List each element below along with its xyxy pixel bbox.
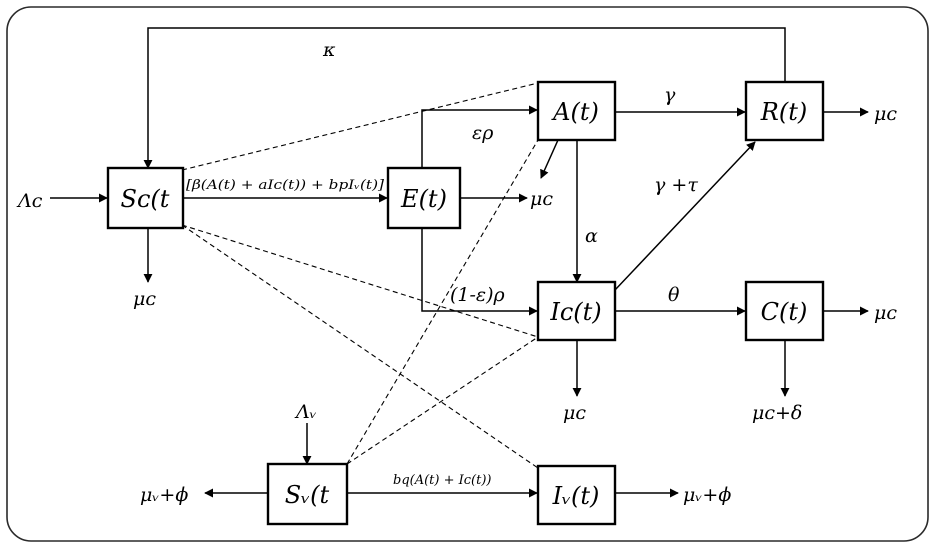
- label-mu-c-ic: μᴄ: [563, 402, 586, 424]
- interaction-lines: [181, 82, 539, 469]
- node-chronic: C(t): [744, 280, 825, 342]
- dashed-sc-iv: [181, 224, 539, 469]
- label-mu-c-sc: μᴄ: [133, 288, 156, 310]
- label-theta: θ: [668, 284, 680, 306]
- node-recovered: R(t): [744, 80, 825, 142]
- label-mu-c-delta: μᴄ+δ: [752, 402, 802, 424]
- label-lambda-v: Λᵥ: [294, 401, 317, 423]
- node-infected-human: Iᴄ(t): [536, 280, 617, 342]
- label-gamma: γ: [664, 84, 676, 106]
- edge-e-ic: [421, 228, 538, 316]
- edge-r-sc-kappa: [143, 27, 786, 169]
- node-exposed: E(t): [386, 166, 462, 230]
- rate-labels: κ Λᴄ [β(A(t) + aIᴄ(t)) + bpIᵥ(t)] ερ (1-…: [16, 39, 897, 506]
- dashed-sv-a: [346, 139, 539, 465]
- label-alpha: α: [585, 225, 598, 247]
- label-eps-rho: ερ: [472, 122, 494, 144]
- node-label: R(t): [760, 98, 807, 126]
- label-gamma-tau: γ +τ: [654, 174, 698, 196]
- node-label: Sᵥ(t: [285, 481, 330, 509]
- node-asymptomatic: A(t): [536, 80, 617, 142]
- label-vector-infection: bq(A(t) + Iᴄ(t)): [393, 473, 491, 488]
- node-label: Iᵥ(t): [552, 482, 600, 510]
- label-one-minus-eps-rho: (1-ε)ρ: [450, 284, 506, 306]
- edge-a-death: [540, 139, 559, 179]
- transition-edges: [50, 27, 869, 498]
- dashed-sv-ic: [346, 336, 539, 465]
- label-mu-c-c: μᴄ: [874, 302, 897, 324]
- label-mu-c-r: μᴄ: [874, 103, 897, 125]
- label-mu-v-phi-left: μᵥ+ϕ: [140, 484, 188, 506]
- node-label: E(t): [400, 185, 447, 213]
- edge-ic-r: [614, 141, 756, 291]
- edge-e-a: [421, 105, 538, 168]
- node-label: A(t): [551, 98, 599, 126]
- dashed-sc-a: [181, 82, 539, 171]
- node-label: Iᴄ(t): [549, 298, 601, 326]
- node-infected-vector: Iᵥ(t): [536, 464, 617, 526]
- node-label: Sᴄ(t: [121, 185, 170, 213]
- label-lambda-c: Λᴄ: [16, 190, 43, 212]
- label-kappa: κ: [322, 39, 336, 61]
- node-susceptible-vector: Sᵥ(t: [266, 462, 349, 526]
- node-label: C(t): [761, 298, 808, 326]
- node-susceptible-human: Sᴄ(t: [106, 166, 185, 230]
- diagram-frame: [6, 6, 929, 542]
- label-mu-v-phi-right: μᵥ+ϕ: [683, 484, 731, 506]
- label-mu-c-e: μᴄ: [530, 188, 553, 210]
- dashed-sc-ic: [181, 224, 539, 338]
- label-force-of-infection: [β(A(t) + aIᴄ(t)) + bpIᵥ(t)]: [186, 178, 385, 193]
